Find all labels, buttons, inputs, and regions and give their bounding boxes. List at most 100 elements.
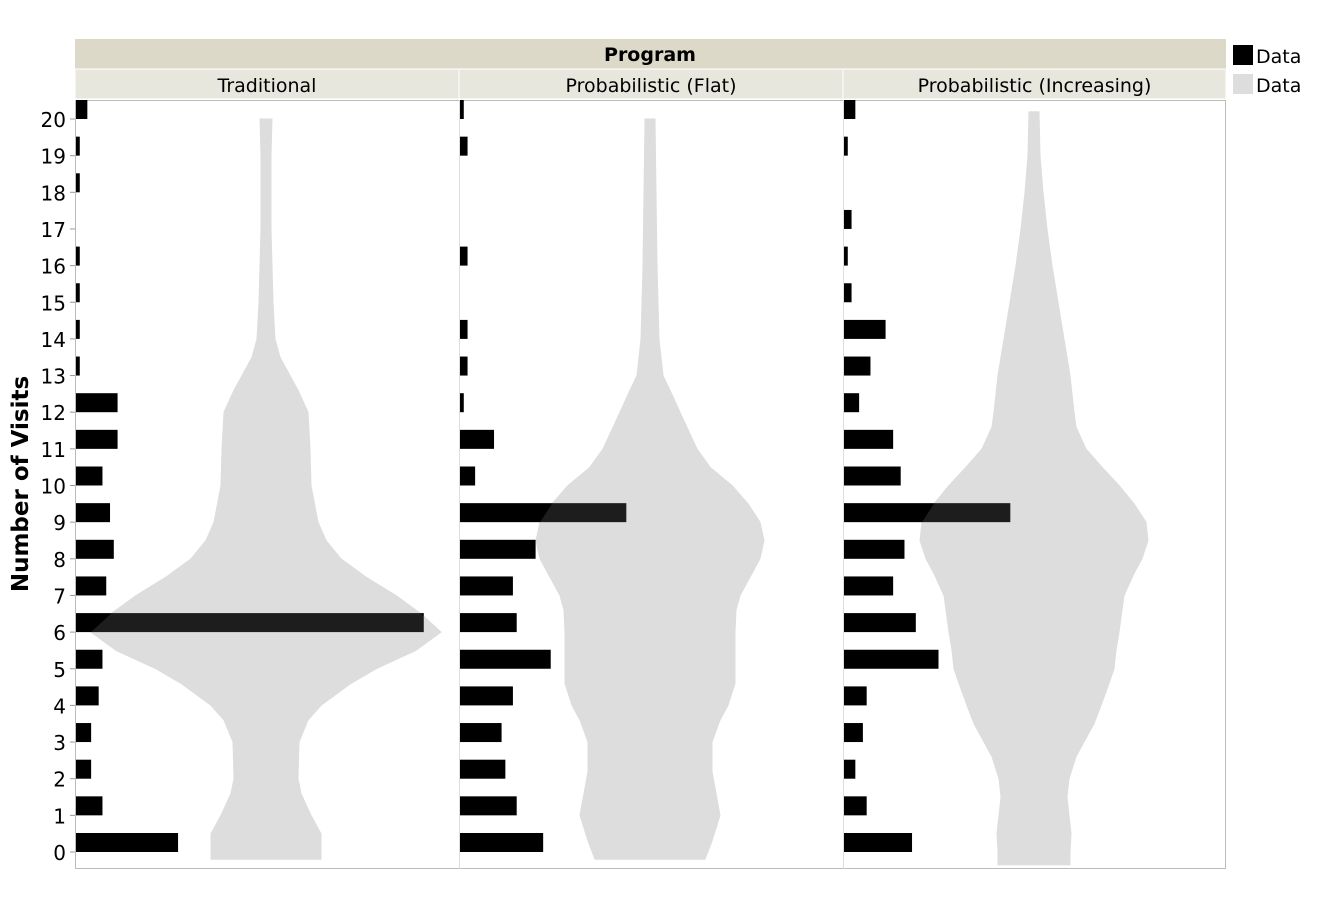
bar-2-9 xyxy=(844,503,1011,523)
bar-2-4 xyxy=(844,686,867,706)
bar-2-10 xyxy=(844,466,901,486)
bar-2-3 xyxy=(844,723,863,743)
panel-header-label: Probabilistic (Flat) xyxy=(566,75,737,97)
bar-1-6 xyxy=(460,613,517,633)
bar-1-9 xyxy=(460,503,627,523)
violin-0 xyxy=(90,118,442,860)
bar-1-5 xyxy=(460,649,551,669)
bar-1-13 xyxy=(460,356,468,376)
violin-overlay-1 xyxy=(536,119,764,860)
y-tick-label: 16 xyxy=(41,255,66,279)
bar-0-14 xyxy=(76,319,80,339)
panel-header xyxy=(842,68,1227,100)
bar-0-2 xyxy=(76,759,92,779)
bar-1-10 xyxy=(460,466,476,486)
legend-label-bars: Data xyxy=(1256,46,1301,68)
y-tick-label: 5 xyxy=(53,658,66,682)
bar-0-18 xyxy=(76,173,80,193)
bar-1-20 xyxy=(460,100,464,119)
y-tick-label: 11 xyxy=(41,438,66,462)
y-tick-label: 0 xyxy=(53,841,66,865)
bar-0-15 xyxy=(76,283,80,303)
y-tick-label: 18 xyxy=(41,181,66,205)
bar-2-11 xyxy=(844,429,894,449)
bar-1-19 xyxy=(460,136,468,156)
y-tick-label: 7 xyxy=(53,584,66,608)
bar-2-5 xyxy=(844,649,939,669)
bar-0-9 xyxy=(76,503,111,523)
y-tick-label: 17 xyxy=(41,218,66,242)
bar-0-19 xyxy=(76,136,80,156)
y-tick-label: 6 xyxy=(53,621,66,645)
bar-1-11 xyxy=(460,429,495,449)
violin-overlay-0 xyxy=(91,119,441,860)
violin-1 xyxy=(535,118,765,860)
bar-2-20 xyxy=(844,100,856,119)
y-tick-label: 1 xyxy=(53,804,66,828)
legend-label-violin: Data xyxy=(1256,75,1301,97)
panel-header xyxy=(458,68,844,100)
legend-swatch-violin xyxy=(1233,74,1253,94)
y-tick-label: 14 xyxy=(41,328,66,352)
bar-2-8 xyxy=(844,539,905,559)
y-tick-label: 19 xyxy=(41,145,66,169)
bar-0-12 xyxy=(76,393,118,413)
y-tick-label: 4 xyxy=(53,694,66,718)
bar-1-7 xyxy=(460,576,513,596)
bar-2-6 xyxy=(844,613,916,633)
bar-0-0 xyxy=(76,833,179,852)
bar-1-16 xyxy=(460,246,468,266)
y-tick-label: 10 xyxy=(41,475,66,499)
group-header-band xyxy=(75,39,1226,69)
bar-2-13 xyxy=(844,356,871,376)
violin-2 xyxy=(919,111,1149,866)
panel-1: Probabilistic (Flat) xyxy=(458,68,844,869)
panel-header-label: Traditional xyxy=(217,75,317,97)
panel-0: Traditional xyxy=(74,68,460,860)
bar-2-17 xyxy=(844,209,852,229)
bar-2-0 xyxy=(844,833,913,852)
bar-0-5 xyxy=(76,649,103,669)
bar-1-0 xyxy=(460,833,544,852)
bar-0-3 xyxy=(76,723,92,743)
bar-2-15 xyxy=(844,283,852,303)
panel-header xyxy=(74,68,460,100)
bar-1-4 xyxy=(460,686,513,706)
y-tick-label: 3 xyxy=(53,731,66,755)
bar-0-20 xyxy=(76,100,88,119)
bar-0-11 xyxy=(76,429,118,449)
bar-0-8 xyxy=(76,539,114,559)
bar-2-14 xyxy=(844,319,886,339)
bar-0-6 xyxy=(76,613,424,633)
bar-1-14 xyxy=(460,319,468,339)
y-tick-label: 15 xyxy=(41,291,66,315)
y-tick-label: 8 xyxy=(53,548,66,572)
bar-2-1 xyxy=(844,796,867,816)
bar-2-2 xyxy=(844,759,856,779)
bar-0-1 xyxy=(76,796,103,816)
y-tick-label: 20 xyxy=(41,108,66,132)
bar-2-7 xyxy=(844,576,894,596)
y-axis-label: Number of Visits xyxy=(8,376,34,592)
panel-2: Probabilistic (Increasing) xyxy=(842,68,1227,869)
legend-swatch-bars xyxy=(1233,45,1253,65)
y-tick-label: 12 xyxy=(41,401,66,425)
bar-0-4 xyxy=(76,686,99,706)
bar-1-8 xyxy=(460,539,536,559)
bar-1-12 xyxy=(460,393,464,413)
bar-1-3 xyxy=(460,723,502,743)
violin-overlay-2 xyxy=(920,111,1148,865)
bar-2-19 xyxy=(844,136,848,156)
bar-1-1 xyxy=(460,796,517,816)
bar-0-13 xyxy=(76,356,80,376)
bar-0-10 xyxy=(76,466,103,486)
y-tick-label: 13 xyxy=(41,365,66,389)
y-tick-label: 9 xyxy=(53,511,66,535)
y-tick-label: 2 xyxy=(53,768,66,792)
bar-0-16 xyxy=(76,246,80,266)
group-header-label: Program xyxy=(604,44,696,66)
bar-2-16 xyxy=(844,246,848,266)
bar-0-7 xyxy=(76,576,107,596)
bar-1-2 xyxy=(460,759,506,779)
